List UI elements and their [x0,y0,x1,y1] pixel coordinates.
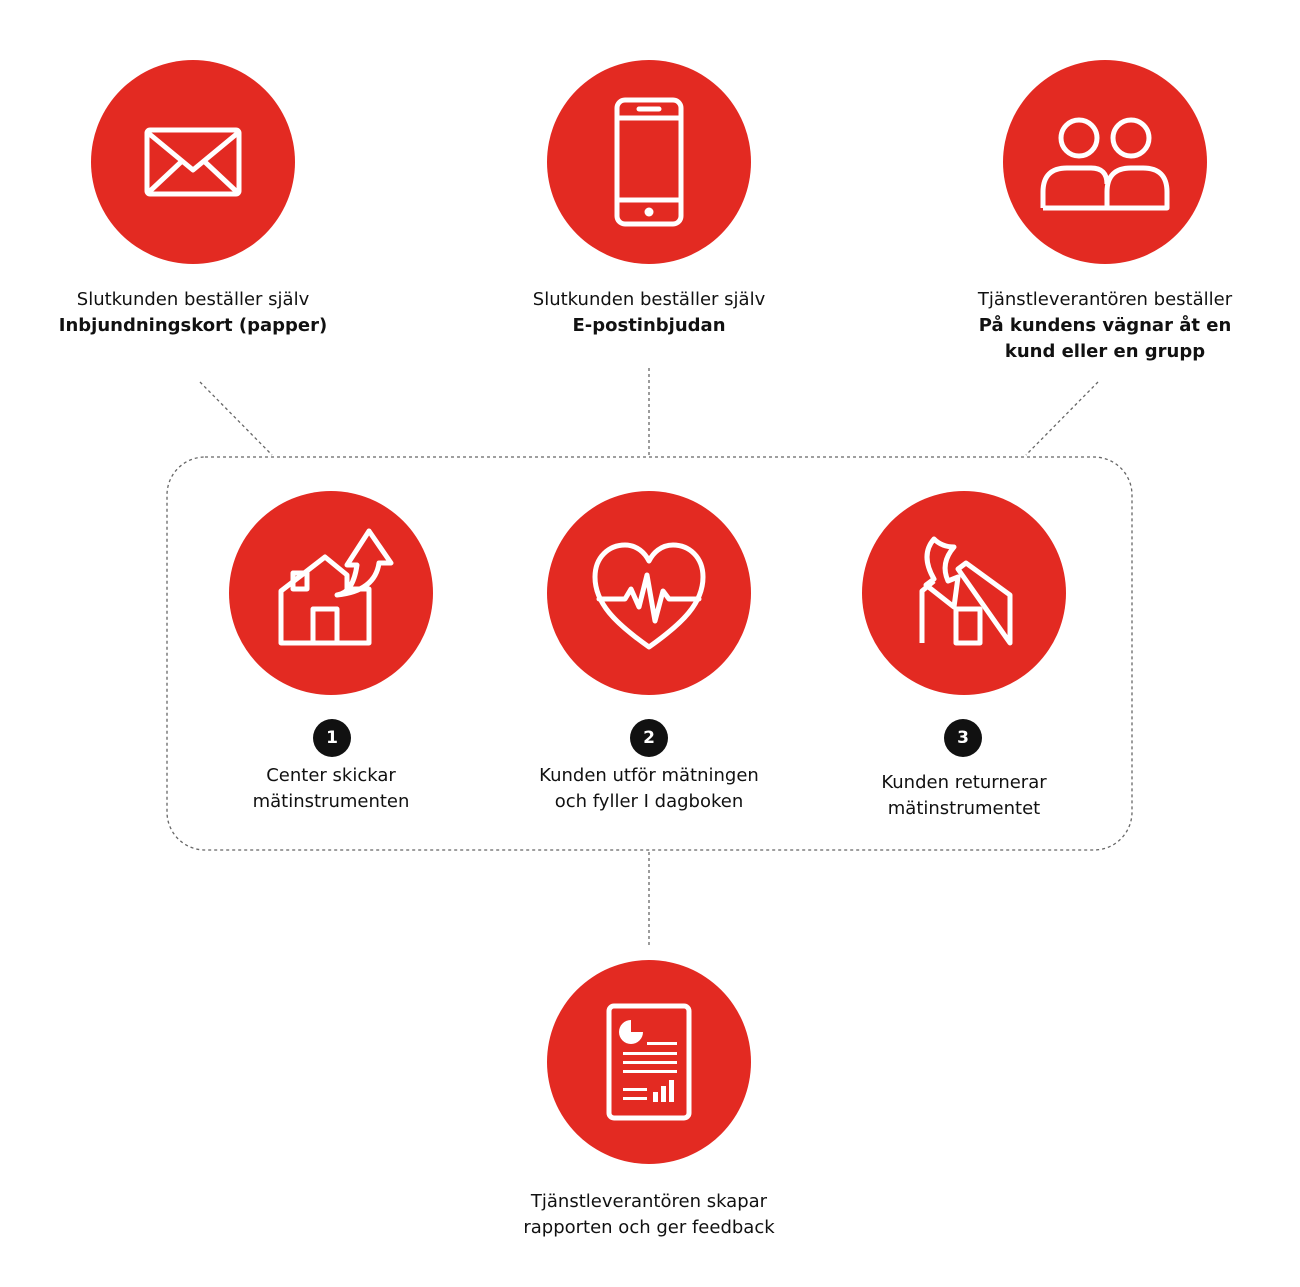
report-caption: Tjänstleverantören skapar rapporten och … [499,1189,799,1241]
smartphone-icon [614,97,684,227]
step-2-caption: Kunden utför mätningen och fyller I dagb… [499,763,799,815]
step-1-line1: Center skickar [266,765,396,786]
report-line2: rapporten och ger feedback [523,1217,775,1238]
house-arrow-out-icon [278,528,394,646]
step-3-line2: mätinstrumentet [887,798,1041,819]
provider-order-line2: På kundens vägnar åt en [978,315,1232,336]
heart-pulse-icon [592,542,706,650]
step-2-badge: 2 [630,719,668,757]
card-order-caption: Slutkunden beställer själv Inbjundningsk… [43,287,343,339]
email-order-caption: Slutkunden beställer själv E-postinbjuda… [499,287,799,339]
provider-order-circle [1003,60,1207,264]
envelope-icon [144,127,242,197]
email-order-line1: Slutkunden beställer själv [532,289,766,310]
step-3-line1: Kunden returnerar [881,772,1047,793]
provider-order-caption: Tjänstleverantören beställer På kundens … [940,287,1270,365]
provider-order-line3: kund eller en grupp [1004,341,1206,362]
email-order-line2: E-postinbjudan [572,315,726,336]
people-icon [1040,117,1170,211]
step-3-badge: 3 [944,719,982,757]
step-1-caption: Center skickar mätinstrumenten [181,763,481,815]
house-arrow-in-icon [919,536,1013,646]
step-2-line2: och fyller I dagboken [554,791,744,812]
card-order-circle [91,60,295,264]
step-1-badge: 1 [313,719,351,757]
connector-provider [1025,381,1099,456]
step-2-circle [547,491,751,695]
connector-card [199,381,273,456]
step-3-caption: Kunden returnerar mätinstrumentet [814,770,1114,822]
step-1-circle [229,491,433,695]
steps-group-frame [166,456,1133,851]
report-line1: Tjänstleverantören skapar [530,1191,768,1212]
step-1-line2: mätinstrumenten [252,791,410,812]
report-document-icon [606,1003,692,1121]
provider-order-line1: Tjänstleverantören beställer [977,289,1233,310]
card-order-line1: Slutkunden beställer själv [76,289,310,310]
email-order-circle [547,60,751,264]
card-order-line2: Inbjundningskort (papper) [58,315,328,336]
step-3-circle [862,491,1066,695]
step-2-line1: Kunden utför mätningen [539,765,759,786]
report-circle [547,960,751,1164]
